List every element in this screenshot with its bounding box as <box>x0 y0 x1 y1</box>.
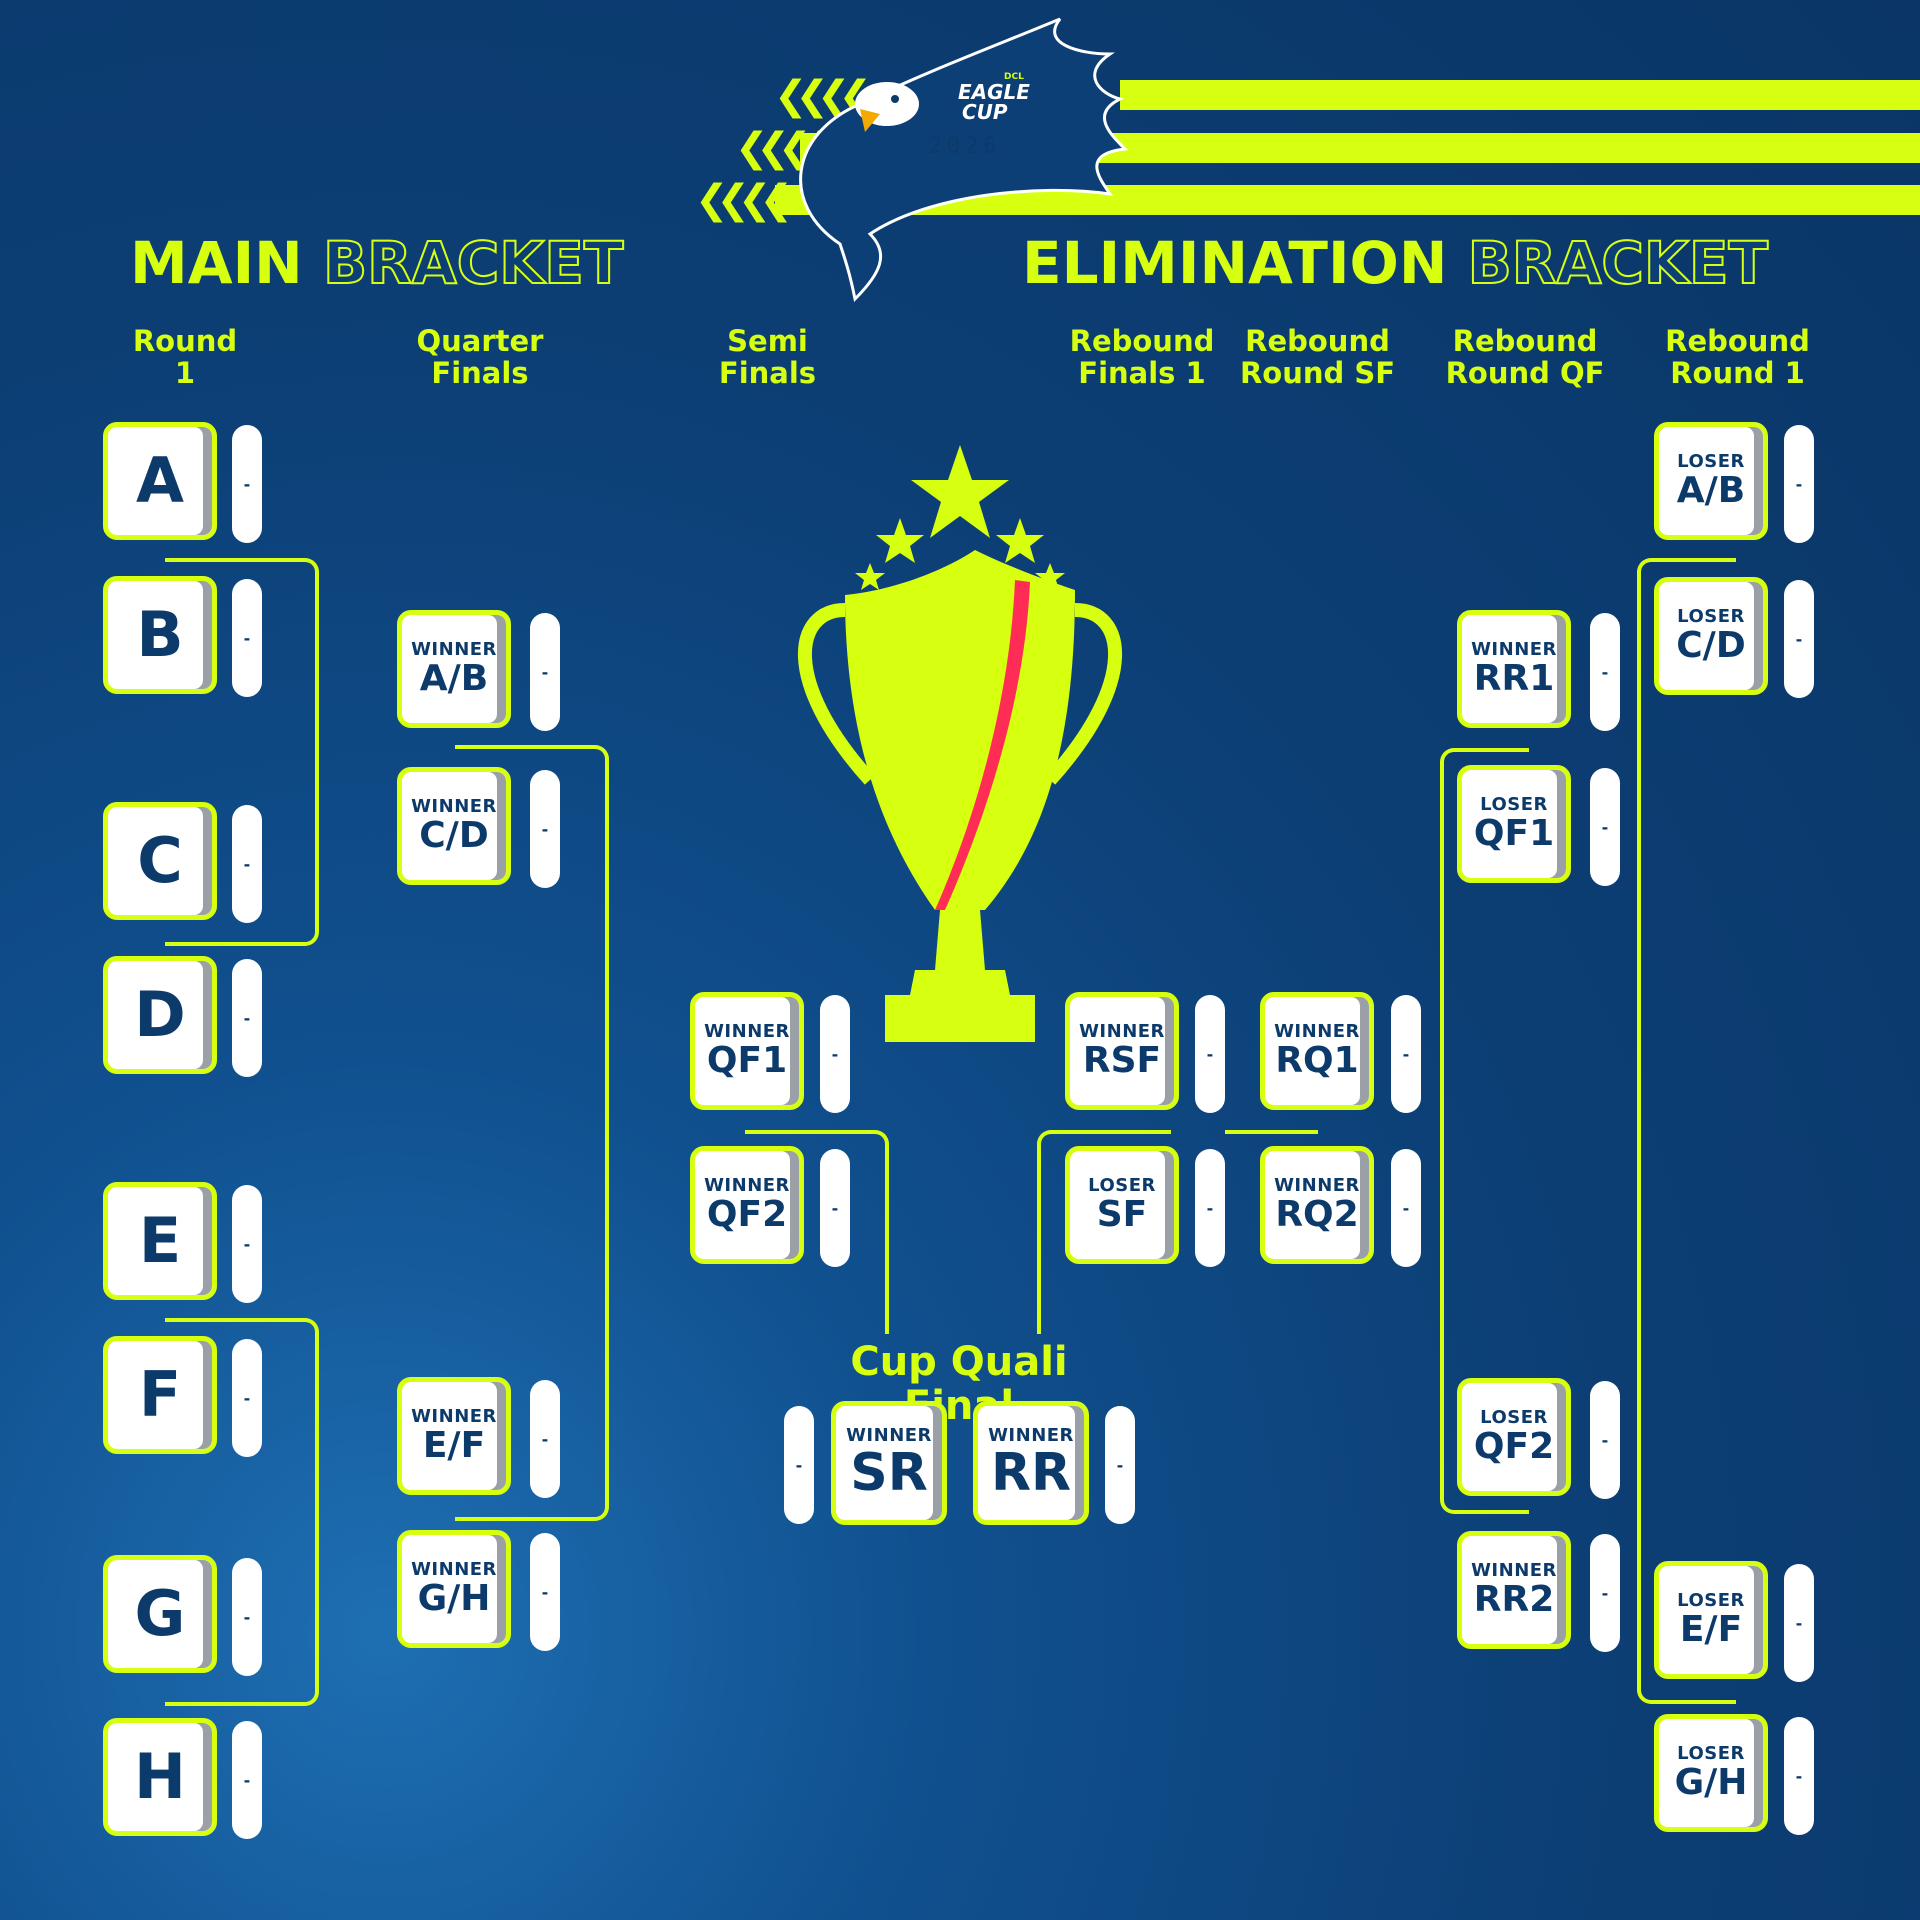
team-box-f: F <box>103 1336 217 1454</box>
score-f[interactable]: - <box>232 1339 262 1457</box>
score-rqf-qf2[interactable]: - <box>1590 1381 1620 1499</box>
score-qf-cd[interactable]: - <box>530 770 560 888</box>
score-rr1-ab[interactable]: - <box>1784 425 1814 543</box>
score-qf-gh[interactable]: - <box>530 1533 560 1651</box>
elim-title-outline: BRACKET <box>1467 229 1769 297</box>
score-rr1-ef[interactable]: - <box>1784 1564 1814 1682</box>
score-rf1-sf[interactable]: - <box>1195 1149 1225 1267</box>
score-rf1-rsf[interactable]: - <box>1195 995 1225 1113</box>
score-qf-ab[interactable]: - <box>530 613 560 731</box>
score-rr1-cd[interactable]: - <box>1784 580 1814 698</box>
year: 2026 <box>928 134 1002 159</box>
score-rqf-rr1[interactable]: - <box>1590 613 1620 731</box>
main-bracket-title: MAIN BRACKET <box>130 229 624 297</box>
star-icon <box>876 518 924 563</box>
score-g[interactable]: - <box>232 1558 262 1676</box>
col-head-quarter: Quarter Finals <box>416 324 544 390</box>
score-sf-qf1[interactable]: - <box>820 995 850 1113</box>
logo-line-2: CUP <box>962 100 1008 124</box>
score-rqf-qf1[interactable]: - <box>1590 768 1620 886</box>
score-e[interactable]: - <box>232 1185 262 1303</box>
trophy-icon <box>797 445 1123 1042</box>
connector-rr1 <box>1637 558 1736 1704</box>
team-box-g: G <box>103 1555 217 1673</box>
logo-line-1: EAGLE <box>958 80 1030 104</box>
score-d[interactable]: - <box>232 959 262 1077</box>
score-rsf-rq2[interactable]: - <box>1391 1149 1421 1267</box>
score-rqf-rr2[interactable]: - <box>1590 1534 1620 1652</box>
score-b[interactable]: - <box>232 579 262 697</box>
star-icon <box>996 518 1044 563</box>
header-stripe-1 <box>1120 80 1920 110</box>
score-final-left[interactable]: - <box>784 1406 814 1524</box>
team-box-b: B <box>103 576 217 694</box>
connector-ef <box>165 1318 319 1706</box>
score-a[interactable]: - <box>232 425 262 543</box>
team-box-a: A <box>103 422 217 540</box>
col-head-rebound-qf: Rebound Round QF <box>1445 324 1605 390</box>
connector-ab <box>165 558 319 946</box>
score-c[interactable]: - <box>232 805 262 923</box>
col-head-semi: Semi Finals <box>718 324 817 390</box>
col-head-rebound-finals1: Rebound Finals 1 <box>1069 324 1215 390</box>
star-icon <box>1035 563 1065 590</box>
team-box-e: E <box>103 1182 217 1300</box>
elimination-bracket-title: ELIMINATION BRACKET <box>1022 229 1769 297</box>
elim-title-fill: ELIMINATION <box>1022 229 1448 297</box>
logo-small-text: DCL <box>1004 72 1024 82</box>
connector-sf <box>745 1130 889 1334</box>
score-rr1-gh[interactable]: - <box>1784 1717 1814 1835</box>
eagle-logo-icon <box>799 17 1129 303</box>
connector-rq <box>1225 1130 1318 1134</box>
col-head-rebound-r1: Rebound Round 1 <box>1665 324 1810 390</box>
col-head-rebound-sf: Rebound Round SF <box>1239 324 1396 390</box>
main-title-outline: BRACKET <box>322 229 624 297</box>
col-head-round1: Round 1 <box>132 324 238 390</box>
team-box-h: H <box>103 1718 217 1836</box>
star-icon <box>855 563 885 590</box>
score-h[interactable]: - <box>232 1721 262 1839</box>
logo-text: EAGLE CUP <box>958 82 1030 122</box>
connector-elim-sf <box>1037 1130 1171 1334</box>
score-qf-ef[interactable]: - <box>530 1380 560 1498</box>
team-box-d: D <box>103 956 217 1074</box>
star-icon <box>911 445 1009 538</box>
score-sf-qf2[interactable]: - <box>820 1149 850 1267</box>
chevron-left-icon: ❮❮❮❮ <box>695 177 793 223</box>
team-box-c: C <box>103 802 217 920</box>
score-rsf-rq1[interactable]: - <box>1391 995 1421 1113</box>
main-title-fill: MAIN <box>130 229 303 297</box>
connector-rqf <box>1440 748 1529 1514</box>
connector-qf <box>455 745 609 1521</box>
score-final-right[interactable]: - <box>1105 1406 1135 1524</box>
